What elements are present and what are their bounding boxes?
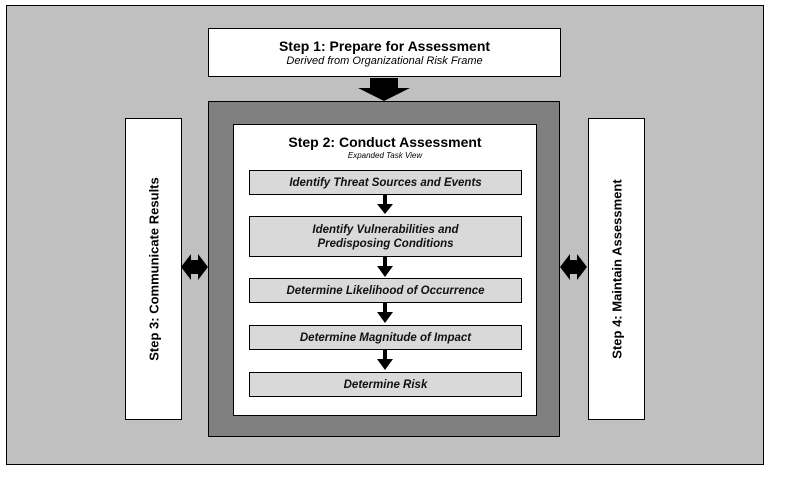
down-arrow-icon [377,257,393,277]
down-arrow-icon [377,303,393,323]
step2-subtitle: Expanded Task View [347,151,423,160]
task-connector-arrows [377,195,393,370]
task-label: Identify Threat Sources and Events [289,176,482,189]
down-arrow-icon [377,195,393,214]
task-determine-impact: Determine Magnitude of Impact [249,325,522,350]
task-identify-vulnerabilities: Identify Vulnerabilities and Predisposin… [249,216,522,257]
step2-title: Step 2: Conduct Assessment [288,134,482,150]
step1-box: Step 1: Prepare for Assessment Derived f… [208,28,561,77]
double-arrow-left-icon [181,254,208,280]
down-arrow-icon [358,78,410,101]
task-identify-threats: Identify Threat Sources and Events [249,170,522,195]
task-label: Determine Risk [343,378,428,391]
step3-box: Step 3: Communicate Results [125,118,182,420]
step4-box: Step 4: Maintain Assessment [588,118,645,420]
task-label: Determine Likelihood of Occurrence [286,284,485,297]
task-label-line1: Identify Vulnerabilities and [312,223,459,236]
task-determine-risk: Determine Risk [249,372,522,397]
task-label: Determine Magnitude of Impact [299,331,472,344]
down-arrow-icon [377,350,393,370]
step1-title: Step 1: Prepare for Assessment [278,38,491,54]
step1-subtitle: Derived from Organizational Risk Frame [286,55,483,67]
double-arrow-right-icon [560,254,587,280]
task-label-line2: Predisposing Conditions [317,237,454,250]
task-determine-likelihood: Determine Likelihood of Occurrence [249,278,522,303]
